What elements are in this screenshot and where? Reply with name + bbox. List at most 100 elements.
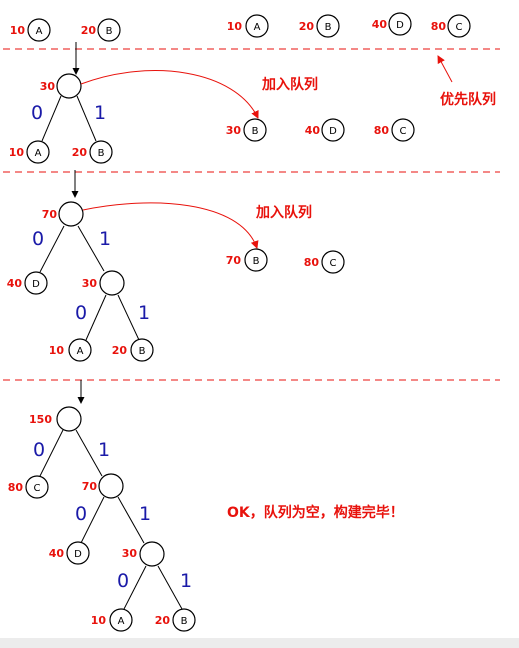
node-circle bbox=[321, 250, 345, 274]
priority-queue-label: 优先队列 bbox=[440, 91, 496, 108]
node-weight: 40 bbox=[305, 124, 321, 137]
step3-tree: 150 0 1 80 C 70 0 1 40 D 30 0 1 10 A 20 bbox=[8, 406, 196, 632]
bit-one-label: 1 bbox=[138, 302, 150, 324]
bit-zero-label: 0 bbox=[117, 570, 129, 592]
node-weight: 80 bbox=[431, 20, 447, 33]
node-letter: B bbox=[181, 616, 188, 627]
node-weight: 30 bbox=[40, 80, 56, 93]
node-weight: 80 bbox=[8, 481, 24, 494]
tree-edge bbox=[75, 429, 103, 477]
queue-item: 40 D bbox=[372, 12, 412, 36]
node-circle bbox=[66, 541, 90, 565]
queue-pointer-arrow bbox=[437, 55, 453, 83]
queue-item: 40 D bbox=[305, 118, 345, 142]
node-letter: A bbox=[118, 616, 125, 627]
node-letter: C bbox=[456, 22, 463, 33]
node-letter: B bbox=[139, 346, 146, 357]
node-letter: B bbox=[252, 126, 259, 137]
tree-edge bbox=[85, 294, 107, 341]
queue-initial: 10 A 20 B 40 D 80 C bbox=[227, 12, 471, 38]
node-circle bbox=[89, 140, 113, 164]
internal-node-circle bbox=[58, 201, 84, 227]
node-letter: D bbox=[396, 20, 404, 31]
node-circle bbox=[321, 118, 345, 142]
node-letter: C bbox=[330, 258, 337, 269]
tree-edge bbox=[76, 95, 97, 142]
node-letter: A bbox=[77, 346, 84, 357]
node-weight: 80 bbox=[304, 256, 320, 269]
queue-item: 30 B bbox=[226, 118, 267, 142]
leaf-node: 40 D bbox=[49, 541, 90, 565]
tree-edge bbox=[117, 496, 145, 544]
node-circle bbox=[388, 12, 412, 36]
node-weight: 40 bbox=[49, 547, 65, 560]
leaf-node: 40 D bbox=[7, 271, 48, 295]
node-letter: C bbox=[34, 483, 41, 494]
leaf-node: 10 A bbox=[91, 608, 133, 632]
bit-one-label: 1 bbox=[180, 570, 192, 592]
node-circle bbox=[245, 14, 269, 38]
node-weight: 30 bbox=[122, 547, 138, 560]
node-letter: D bbox=[74, 549, 82, 560]
queue-item: 20 B bbox=[299, 14, 340, 38]
initial-node-b: 20 B bbox=[81, 18, 121, 42]
node-circle bbox=[109, 608, 133, 632]
leaf-node: 20 B bbox=[155, 608, 196, 632]
node-letter: A bbox=[36, 26, 43, 37]
leaf-node: 80 C bbox=[8, 475, 49, 499]
bottom-bar bbox=[0, 638, 519, 648]
internal-node-circle bbox=[56, 73, 82, 99]
node-circle bbox=[27, 18, 51, 42]
internal-node-circle bbox=[139, 541, 165, 567]
queue-item: 70 B bbox=[226, 248, 268, 272]
queue-item: 80 C bbox=[431, 14, 471, 38]
step1-tree: 30 0 1 10 A 20 B bbox=[9, 73, 113, 164]
internal-node-circle bbox=[98, 473, 124, 499]
bit-one-label: 1 bbox=[98, 439, 110, 461]
node-weight: 20 bbox=[81, 24, 97, 37]
node-circle bbox=[68, 338, 92, 362]
node-weight: 70 bbox=[42, 208, 58, 221]
node-weight: 40 bbox=[7, 277, 23, 290]
bit-one-label: 1 bbox=[94, 102, 106, 124]
node-circle bbox=[24, 271, 48, 295]
tree-edge bbox=[39, 429, 64, 477]
node-letter: B bbox=[98, 148, 105, 159]
tree-edge bbox=[117, 294, 140, 341]
node-weight: 30 bbox=[82, 277, 98, 290]
node-circle bbox=[172, 608, 196, 632]
queue-item: 80 C bbox=[304, 250, 345, 274]
leaf-node: 10 A bbox=[49, 338, 92, 362]
node-weight: 150 bbox=[29, 413, 52, 426]
node-weight: 20 bbox=[112, 344, 128, 357]
node-circle bbox=[447, 14, 471, 38]
enqueue-arrow bbox=[80, 70, 259, 119]
node-circle bbox=[26, 140, 50, 164]
node-weight: 10 bbox=[91, 614, 107, 627]
bit-one-label: 1 bbox=[99, 228, 111, 250]
bit-one-label: 1 bbox=[139, 503, 151, 525]
queue-item: 10 A bbox=[227, 14, 269, 38]
node-letter: B bbox=[325, 22, 332, 33]
node-circle bbox=[25, 475, 49, 499]
node-circle bbox=[244, 248, 268, 272]
internal-node-circle bbox=[56, 406, 82, 432]
node-letter: B bbox=[253, 256, 260, 267]
node-letter: A bbox=[35, 148, 42, 159]
tree-edge bbox=[41, 95, 62, 142]
internal-node-circle bbox=[99, 270, 125, 296]
queue-step2: 70 B 80 C bbox=[226, 248, 345, 274]
enqueue-label: 加入队列 bbox=[255, 204, 312, 221]
enqueue-arrow bbox=[82, 202, 259, 249]
bit-zero-label: 0 bbox=[31, 102, 43, 124]
node-weight: 20 bbox=[72, 146, 88, 159]
tree-edge bbox=[39, 225, 65, 273]
bit-zero-label: 0 bbox=[33, 439, 45, 461]
tree-edge bbox=[77, 225, 105, 272]
node-weight: 70 bbox=[226, 254, 242, 267]
node-weight: 10 bbox=[9, 146, 25, 159]
node-circle bbox=[97, 18, 121, 42]
enqueue-label: 加入队列 bbox=[261, 76, 318, 93]
node-weight: 10 bbox=[10, 24, 26, 37]
